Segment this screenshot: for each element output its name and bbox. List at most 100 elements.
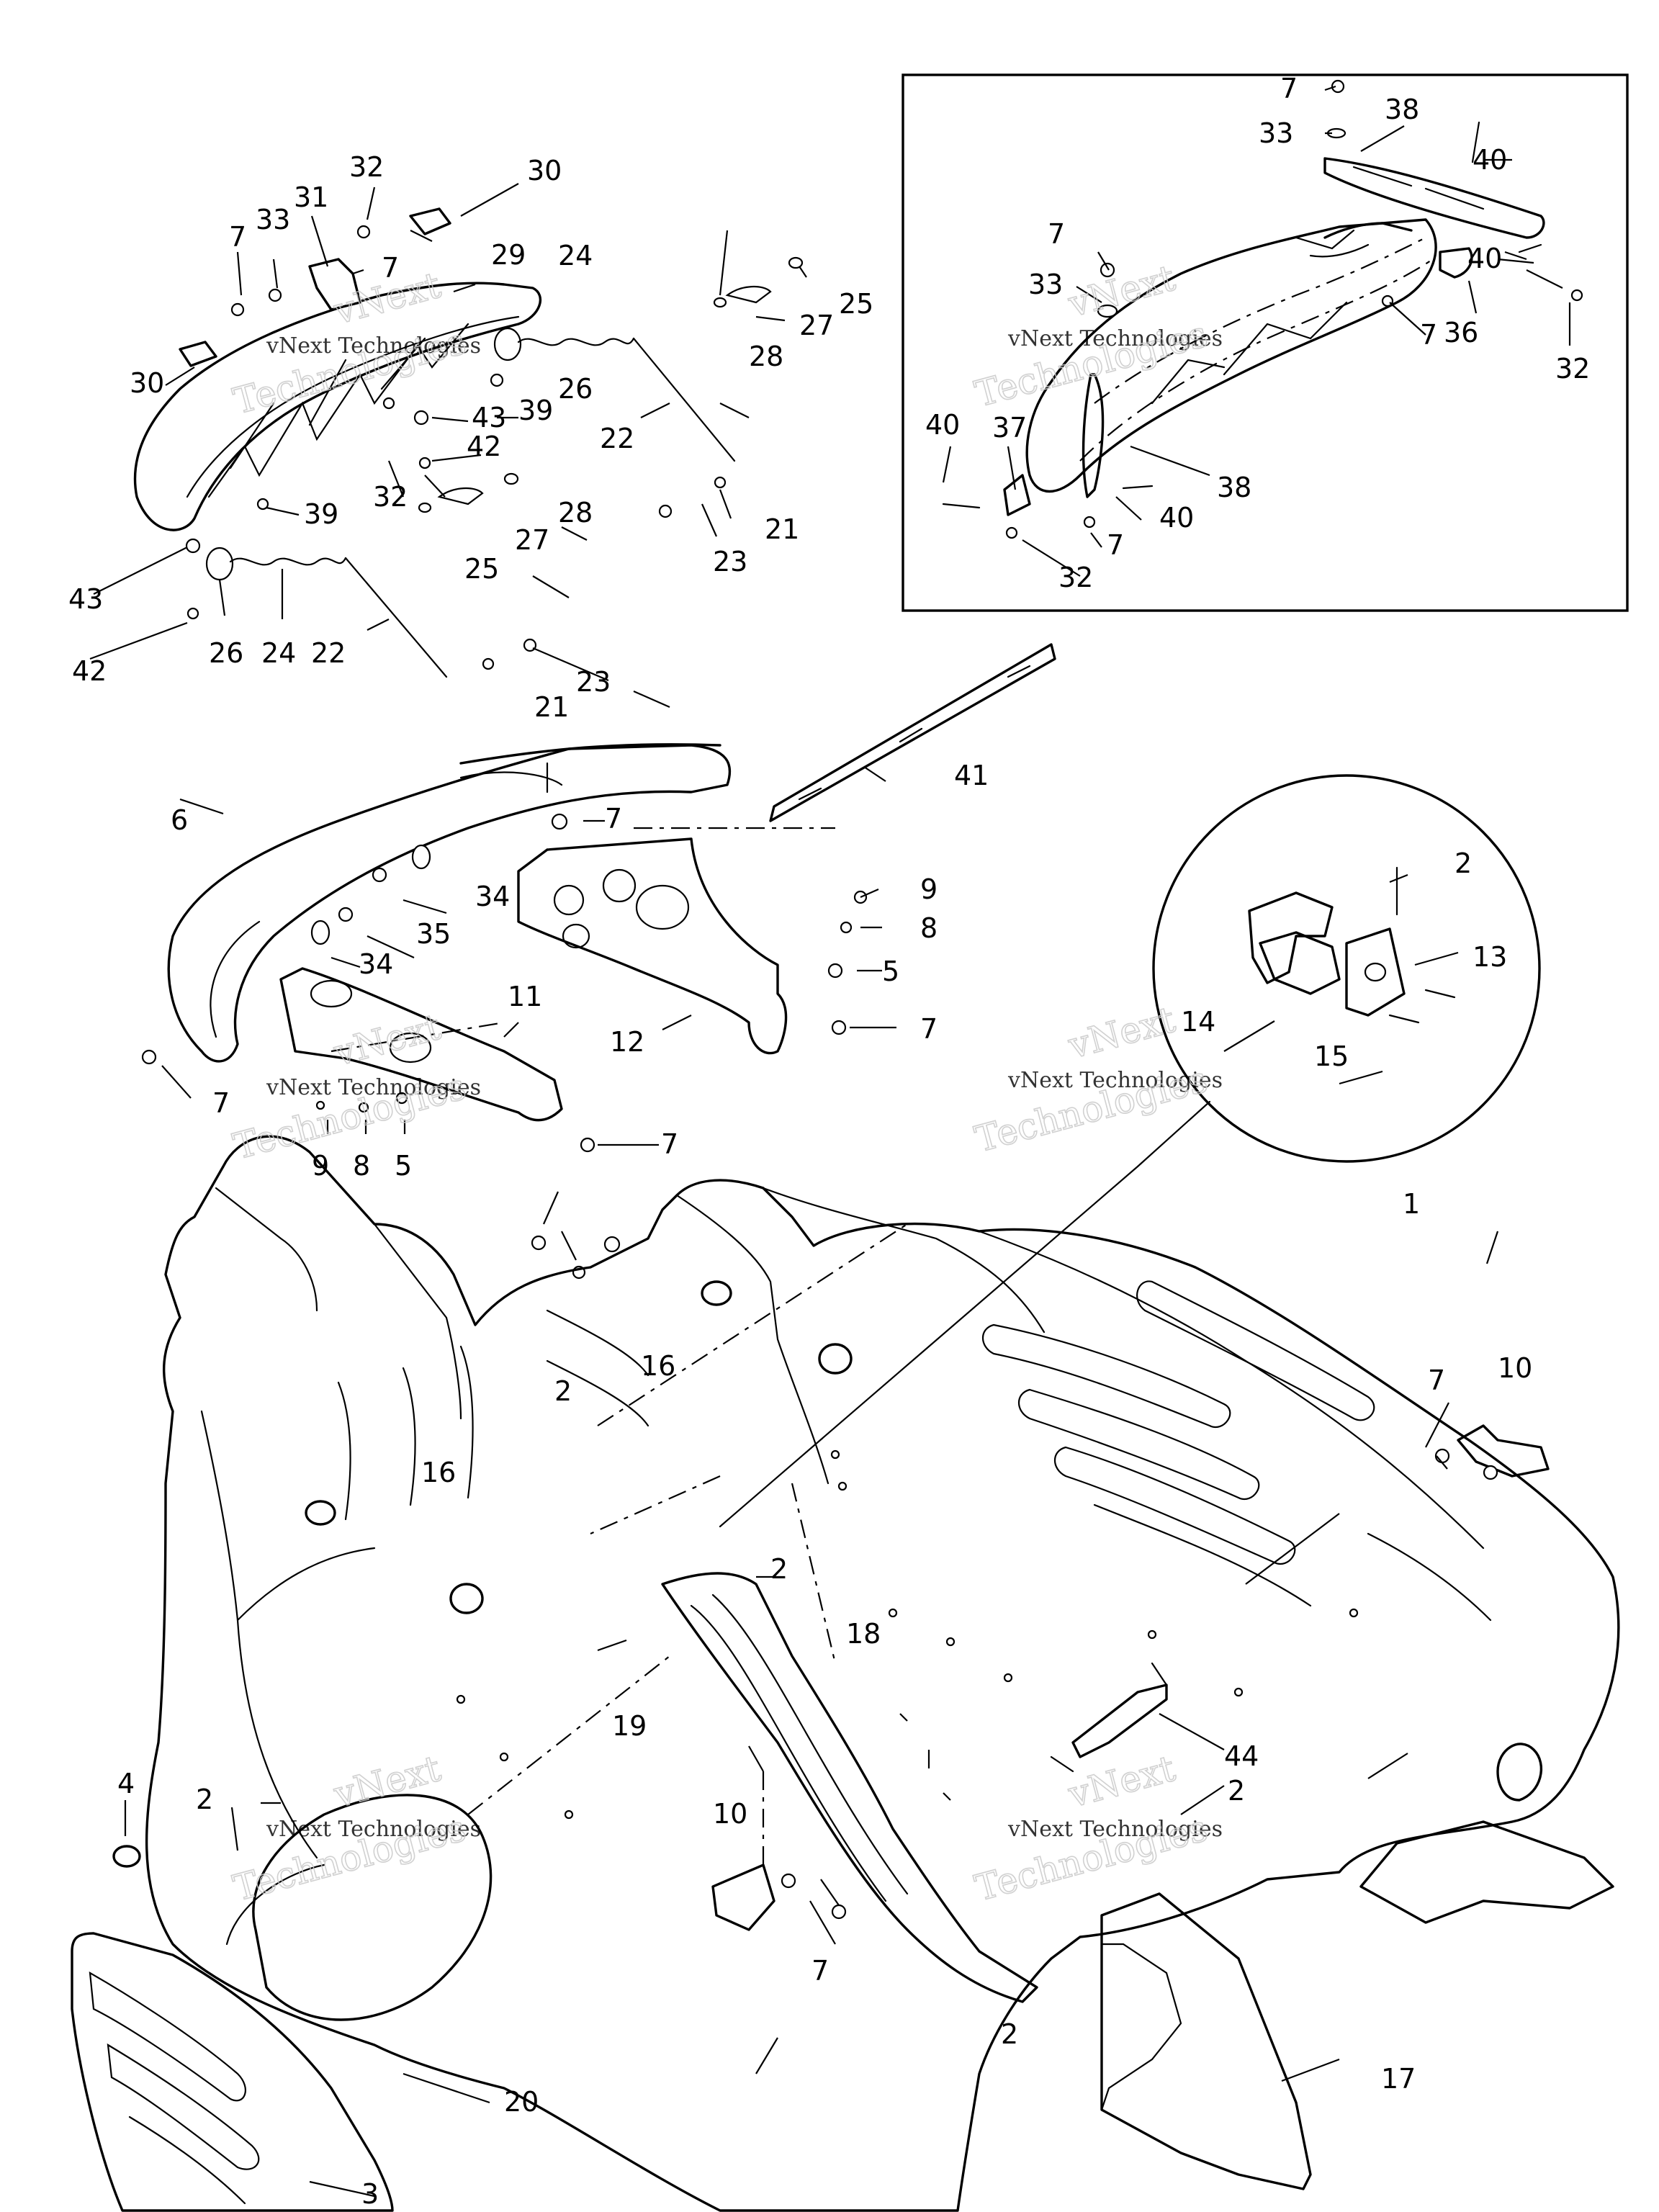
- callout: 35: [416, 918, 451, 950]
- callout: 41: [954, 760, 989, 791]
- callout: 24: [558, 240, 593, 271]
- callout: 2: [1001, 2018, 1018, 2050]
- callout: 7: [811, 1955, 829, 1987]
- callout: 7: [229, 221, 246, 253]
- callout: 5: [882, 956, 899, 987]
- callout: 40: [925, 409, 960, 441]
- callout: 8: [353, 1150, 370, 1182]
- callout: 2: [1455, 848, 1472, 879]
- inset-frame: [902, 73, 1629, 612]
- svg-text:vNext Technologies: vNext Technologies: [266, 1817, 481, 1842]
- callout: 2: [770, 1553, 788, 1585]
- callout: 43: [68, 583, 103, 615]
- callout: 32: [1058, 562, 1093, 593]
- callout: 32: [373, 481, 408, 513]
- callout: 33: [1028, 269, 1063, 300]
- callout: 7: [1420, 319, 1437, 351]
- callout: 16: [421, 1457, 456, 1488]
- leader-lines: [89, 85, 1571, 2198]
- svg-text:vNext Technologies: vNext Technologies: [266, 333, 481, 359]
- callout: 2: [196, 1784, 213, 1815]
- callout: 39: [304, 498, 338, 530]
- callout: 27: [515, 524, 549, 556]
- callout: 11: [508, 981, 542, 1012]
- callout: 28: [749, 341, 783, 372]
- callout: 2: [554, 1375, 572, 1407]
- callout: 2: [1228, 1775, 1245, 1807]
- callout: 17: [1381, 2063, 1416, 2095]
- callout: 7: [661, 1128, 678, 1160]
- callout: 34: [475, 881, 510, 912]
- callout: 21: [765, 513, 799, 545]
- callout: 43: [472, 402, 506, 433]
- callout: 32: [1555, 353, 1590, 385]
- callout: 42: [467, 431, 501, 462]
- svg-text:vNext Technologies: vNext Technologies: [1007, 326, 1223, 351]
- inset-frame-structure: [942, 79, 1583, 539]
- callout: 7: [1280, 73, 1298, 104]
- svg-text:vNext Technologies: vNext Technologies: [266, 1075, 481, 1100]
- callout: 12: [610, 1026, 644, 1058]
- callout: 31: [294, 181, 328, 213]
- callout: 14: [1181, 1006, 1215, 1038]
- callout: 7: [1107, 529, 1124, 561]
- callout: 20: [504, 2086, 539, 2118]
- callout: 30: [527, 155, 562, 186]
- callout: 37: [992, 412, 1027, 444]
- callout: 23: [576, 666, 611, 698]
- main-body-pan: [145, 1135, 1620, 2212]
- callout: 40: [1159, 502, 1194, 534]
- callout: 9: [920, 873, 938, 905]
- callout: 21: [534, 691, 569, 723]
- callout: 24: [261, 637, 296, 669]
- callout: 26: [209, 637, 243, 669]
- callout: 22: [311, 637, 346, 669]
- callout: 27: [799, 310, 834, 341]
- callout: 19: [612, 1710, 647, 1742]
- svg-text:vNext: vNext: [1064, 257, 1179, 325]
- callout: 7: [605, 803, 622, 835]
- callout-labels: 1 2 2 2 2 2 2 3 4 5 5 6 7 7 7 7 7 7 7 7 …: [68, 73, 1590, 2210]
- callout: 22: [600, 423, 634, 454]
- callout: 13: [1473, 941, 1507, 973]
- svg-text:vNext Technologies: vNext Technologies: [1007, 1068, 1223, 1093]
- callout: 39: [518, 395, 553, 426]
- callout: 23: [713, 546, 747, 577]
- callout: 16: [641, 1350, 675, 1382]
- callout: 8: [920, 912, 938, 944]
- lower-panels: [71, 1794, 1312, 2212]
- callout: 29: [491, 239, 526, 271]
- callout: 34: [359, 948, 393, 980]
- callout: 33: [1259, 117, 1293, 149]
- callout: 10: [1498, 1352, 1532, 1384]
- svg-text:vNext: vNext: [329, 1748, 445, 1816]
- callout: 36: [1444, 317, 1478, 349]
- callout: 44: [1224, 1740, 1259, 1772]
- callout: 42: [72, 655, 107, 687]
- callout: 30: [130, 367, 164, 399]
- callout: 7: [382, 252, 399, 284]
- callout: 38: [1217, 472, 1251, 503]
- callout: 40: [1467, 243, 1502, 274]
- callout: 28: [558, 497, 593, 529]
- svg-text:vNext Technologies: vNext Technologies: [1007, 1817, 1223, 1842]
- callout: 25: [839, 288, 873, 320]
- callout: 26: [558, 373, 593, 405]
- callout: 7: [212, 1087, 230, 1119]
- callout: 7: [1428, 1364, 1445, 1396]
- detail-circle: [719, 774, 1541, 1528]
- callout: 38: [1385, 94, 1419, 125]
- callout: 33: [256, 204, 290, 235]
- callout: 9: [312, 1150, 329, 1182]
- callout: 3: [361, 2178, 379, 2210]
- svg-text:vNext: vNext: [1064, 999, 1179, 1067]
- callout: 5: [395, 1150, 412, 1182]
- callout: 1: [1403, 1188, 1420, 1220]
- callout: 7: [1048, 218, 1065, 250]
- callout: 15: [1314, 1040, 1349, 1072]
- callout: 25: [464, 553, 499, 585]
- rear-bumper-assembly: [141, 643, 1056, 1153]
- callout: 7: [920, 1013, 938, 1045]
- seat-base-assembly: [133, 207, 804, 678]
- svg-text:vNext: vNext: [329, 1006, 445, 1074]
